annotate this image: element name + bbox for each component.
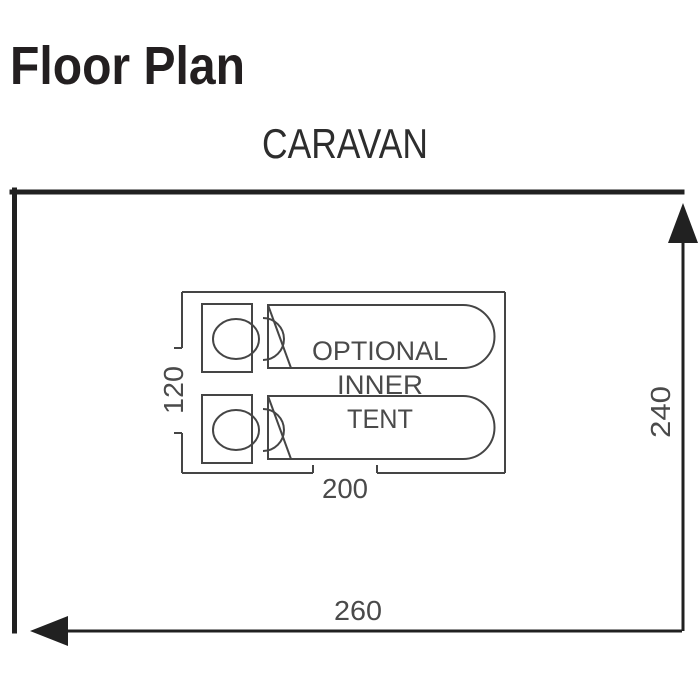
up-arrow-icon xyxy=(668,203,698,243)
page-title: Floor Plan xyxy=(10,36,245,96)
sleeper-figure-2 xyxy=(201,394,496,464)
inner-tent-label-line1: OPTIONAL xyxy=(312,336,448,366)
dimension-outer-width: 260 xyxy=(30,595,682,646)
shoulder-arc-icon xyxy=(262,317,285,361)
sleeper-figure-1 xyxy=(201,303,496,373)
outer-width-value: 260 xyxy=(334,595,382,626)
left-arrow-icon xyxy=(30,616,68,646)
sleeping-bag-icon xyxy=(267,304,496,369)
inner-width-tick-marks xyxy=(312,465,378,473)
awning-outline xyxy=(9,187,685,634)
dimension-outer-depth: 240 xyxy=(645,203,698,631)
pillow-icon xyxy=(201,394,253,464)
inner-depth-value: 120 xyxy=(158,366,189,414)
inner-tent-label-line3: TENT xyxy=(347,404,413,434)
caravan-label: CARAVAN xyxy=(262,120,428,167)
head-icon xyxy=(212,318,260,360)
sleeping-bag-fold-icon xyxy=(267,395,292,460)
pillow-icon xyxy=(201,303,253,373)
shoulder-arc-icon xyxy=(262,408,285,452)
sleeping-bag-icon xyxy=(267,395,496,460)
inner-tent-label-line2: INNER xyxy=(337,370,423,400)
inner-tent-outline: 120 200 xyxy=(158,291,506,504)
sleeping-bag-fold-icon xyxy=(267,304,292,369)
inner-tent-label: OPTIONAL INNER TENT xyxy=(312,336,448,434)
inner-depth-tick-marks xyxy=(174,347,182,434)
outer-depth-value: 240 xyxy=(645,386,676,438)
inner-width-value: 200 xyxy=(322,473,368,504)
head-icon xyxy=(212,409,260,451)
